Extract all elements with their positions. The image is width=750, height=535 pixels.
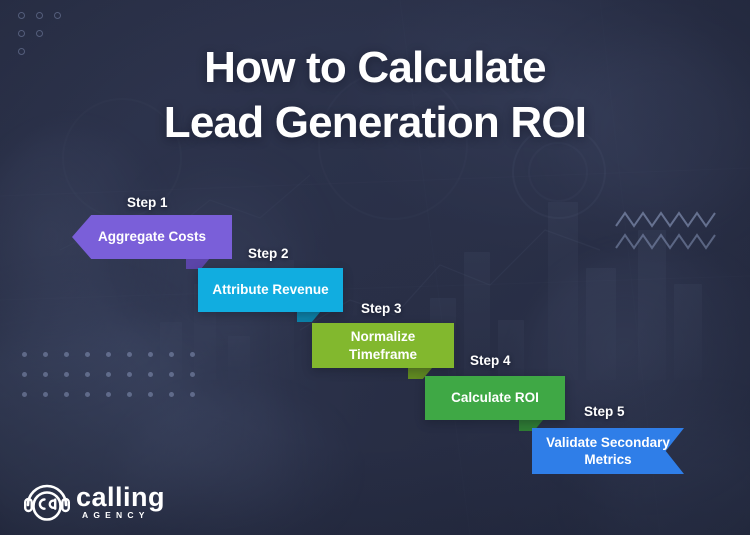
logo-wordmark: calling xyxy=(76,482,166,512)
step-3-shadow-tab xyxy=(408,368,432,379)
step-3-label: Step 3 xyxy=(361,301,402,316)
step-4-banner[interactable]: Calculate ROI xyxy=(425,376,565,420)
brand-logo[interactable]: calling AGENCY xyxy=(24,479,165,528)
background-bar-chart xyxy=(430,150,730,380)
title-line-2: Lead Generation ROI xyxy=(163,98,587,148)
step-4-text: Calculate ROI xyxy=(451,390,539,406)
step-2-banner[interactable]: Attribute Revenue xyxy=(198,268,343,312)
step-5-label: Step 5 xyxy=(584,404,625,419)
background-hand xyxy=(120,390,350,535)
logo-subtext: AGENCY xyxy=(82,510,150,520)
ca-headset-icon xyxy=(24,484,70,521)
step-1-label: Step 1 xyxy=(127,195,168,210)
step-4-shadow-tab xyxy=(519,420,543,431)
step-4-label: Step 4 xyxy=(470,353,511,368)
background-circle xyxy=(528,142,588,202)
step-2-label: Step 2 xyxy=(248,246,289,261)
step-3-text: Normalize Timeframe xyxy=(348,329,418,362)
zigzag-icon xyxy=(615,211,716,250)
step-1-shadow-tab xyxy=(186,258,210,269)
step-3-banner[interactable]: Normalize Timeframe xyxy=(312,323,454,368)
background-hand xyxy=(0,130,170,400)
step-2-text: Attribute Revenue xyxy=(212,282,329,298)
step-5-banner[interactable]: Validate Secondary Metrics xyxy=(532,428,684,474)
step-1-banner[interactable]: Aggregate Costs xyxy=(72,215,232,259)
page-title: How to Calculate Lead Generation ROI xyxy=(0,40,750,151)
step-1-text: Aggregate Costs xyxy=(97,229,207,245)
title-line-1: How to Calculate xyxy=(204,43,547,92)
step-5-text: Validate Secondary Metrics xyxy=(546,434,670,467)
step-2-shadow-tab xyxy=(297,311,321,322)
